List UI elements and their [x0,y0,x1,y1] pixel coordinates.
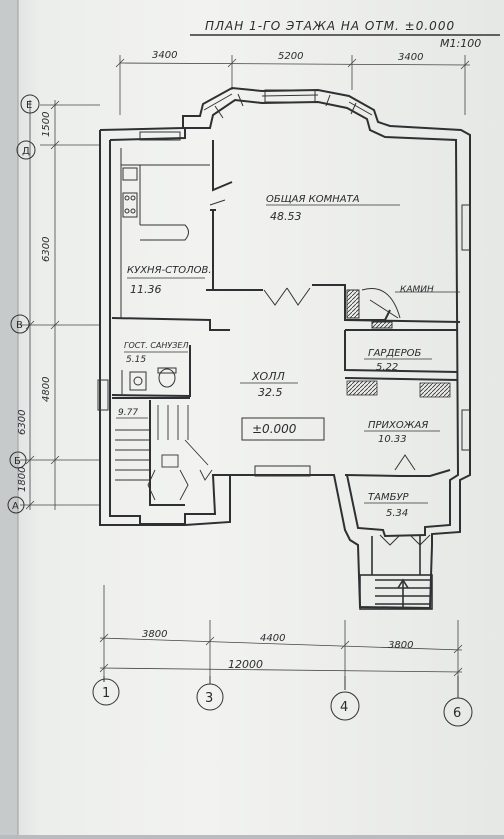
sheet-binding [0,0,18,835]
fireplace [346,288,401,329]
room-common-name: ОБЩАЯ КОМНАТА [266,194,360,205]
fireplace-label: КАМИН [400,285,434,295]
room-hall-name: ХОЛЛ [251,370,285,383]
bay-window [97,89,471,477]
room-bath-name: ГОСТ. САНУЗЕЛ [124,341,188,350]
axis-label-4: 4 [340,700,348,715]
room-wardrobe-name: ГАРДЕРОБ [368,348,421,359]
axis-label-6: 6 [453,706,461,721]
axis-label-1: 1 [102,686,110,701]
wardrobe-shelf [346,380,378,396]
bottom-dimension-chain [99,585,463,677]
bottom-dim-3: 3800 [388,640,413,651]
top-dim-3: 3400 [398,52,423,63]
level-mark-box [241,417,325,441]
room-hallway-area: 10.33 [378,434,407,445]
interior-walls [111,140,461,506]
left-dim-1: 1500 [41,112,52,137]
top-dimension-chain [115,55,471,115]
room-hallway-name: ПРИХОЖАЯ [368,420,428,431]
axis-label-e: Е [26,100,32,111]
bathroom-fixtures [121,367,177,394]
axis-label-d: Д [22,146,30,157]
kitchen-fixtures [120,148,210,318]
left-dimension-chain [20,100,100,510]
room-hall-area: 32.5 [258,386,283,399]
top-dim-2: 5200 [278,51,303,62]
exterior-walls [99,86,471,610]
room-vestibule-area: 5.34 [386,508,408,519]
room-bath-area: 5.15 [126,355,146,365]
staircase [115,405,213,501]
room-kitchen-name: КУХНЯ-СТОЛОВ. [127,265,212,276]
bottom-dim-1: 3800 [142,629,167,640]
bottom-dim-2: 4400 [260,633,285,644]
entry-porch [359,536,433,610]
axis-label-b: Б [14,456,21,467]
top-dim-1: 3400 [152,50,177,61]
room-common-area: 48.53 [270,210,302,223]
plan-scale: М1:100 [440,37,481,50]
plan-title: ПЛАН 1-ГО ЭТАЖА НА ОТМ. ±0.000 [205,19,455,33]
stair-area: 9.77 [118,408,138,418]
hall-shelf [419,382,451,398]
room-wardrobe-area: 5.22 [376,362,398,373]
left-dim-2: 6300 [41,237,52,262]
left-dim-3: 4800 [41,377,52,402]
room-vestibule-name: ТАМБУР [368,492,410,503]
level-mark: ±0.000 [252,422,297,436]
total-dim: 12000 [228,658,263,671]
left-axis-bubbles [7,94,40,514]
left-dim-4: 6300 [17,410,28,435]
room-kitchen-area: 11.36 [130,283,162,296]
axis-label-a: А [12,501,19,512]
left-dim-5: 1800 [17,467,28,492]
axis-label-3: 3 [205,691,213,706]
axis-label-v: В [16,320,23,331]
bottom-axis-bubbles [92,676,473,727]
